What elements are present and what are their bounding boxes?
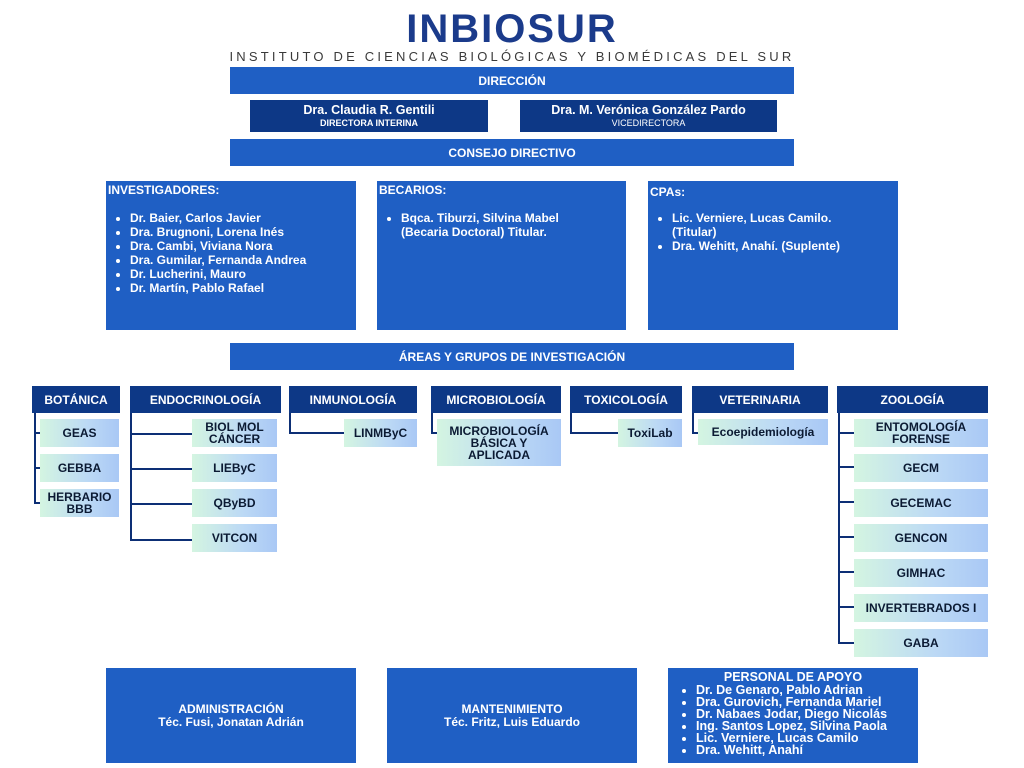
personal-apoyo-box: PERSONAL DE APOYO Dr. De Genaro, Pablo A… (668, 668, 918, 763)
area-botanica: BOTÁNICA (32, 386, 120, 413)
connector-tick (838, 606, 854, 608)
connector-tick (130, 539, 192, 541)
directora-box: Dra. Claudia R. Gentili DIRECTORA INTERI… (250, 100, 488, 132)
connector-tick (838, 536, 854, 538)
connector-tick (34, 467, 40, 469)
list-item: Dra. Gumilar, Fernanda Andrea (130, 253, 354, 267)
group-linmbyc: LINMByC (344, 419, 417, 447)
becarios-panel: BECARIOS: Bqca. Tiburzi, Silvina Mabel (… (377, 181, 626, 330)
connector-tick (130, 433, 192, 435)
area-zoologia: ZOOLOGÍA (837, 386, 988, 413)
investigadores-title: INVESTIGADORES: (108, 183, 220, 197)
connector-tick (130, 503, 192, 505)
group-vitcon: VITCON (192, 524, 277, 552)
list-item: Dra. Brugnoni, Lorena Inés (130, 225, 354, 239)
group-toxilab: ToxiLab (618, 419, 682, 447)
directora-name: Dra. Claudia R. Gentili (303, 103, 435, 117)
connector-tick (692, 432, 698, 434)
area-endocrinologia: ENDOCRINOLOGÍA (130, 386, 281, 413)
administracion-title: ADMINISTRACIÓN (178, 701, 284, 716)
investigadores-list: Dr. Baier, Carlos Javier Dra. Brugnoni, … (108, 211, 354, 295)
connector-tick (431, 432, 437, 434)
list-item: Lic. Verniere, Lucas Camilo (696, 732, 918, 745)
list-item: Dr. Martín, Pablo Rafael (130, 281, 354, 295)
connector-tick (34, 432, 40, 434)
mantenimiento-box: MANTENIMIENTO Téc. Fritz, Luis Eduardo (387, 668, 637, 763)
group-gencon: GENCON (854, 524, 988, 552)
cpas-list: Lic. Verniere, Lucas Camilo. (Titular) D… (650, 211, 896, 253)
directora-role: DIRECTORA INTERINA (319, 118, 418, 128)
connector-tick (289, 432, 344, 434)
group-biol-mol-cancer: BIOL MOL CÁNCER (192, 419, 277, 447)
list-item: Dr. Lucherini, Mauro (130, 267, 354, 281)
list-item: Lic. Verniere, Lucas Camilo. (Titular) (672, 211, 866, 239)
mantenimiento-title: MANTENIMIENTO (461, 701, 563, 716)
list-item: Dra. Wehitt, Anahí. (Suplente) (672, 239, 866, 253)
group-geas: GEAS (40, 419, 119, 447)
group-gecm: GECM (854, 454, 988, 482)
connector-tick (838, 501, 854, 503)
list-item: Dra. Gurovich, Fernanda Mariel (696, 696, 918, 709)
group-gaba: GABA (854, 629, 988, 657)
area-veterinaria: VETERINARIA (692, 386, 828, 413)
connector-tick (838, 571, 854, 573)
connector-toxicologia (570, 413, 572, 434)
connector-endocrinologia (130, 413, 132, 541)
vicedirectora-box: Dra. M. Verónica González Pardo VICEDIRE… (520, 100, 777, 132)
becarios-title: BECARIOS: (379, 183, 447, 197)
list-item: Dr. Baier, Carlos Javier (130, 211, 354, 225)
group-gebba: GEBBA (40, 454, 119, 482)
direccion-bar: DIRECCIÓN (230, 67, 794, 94)
page-subtitle: INSTITUTO DE CIENCIAS BIOLÓGICAS Y BIOMÉ… (229, 49, 795, 64)
list-item: Dra. Wehitt, Anahí (696, 744, 918, 757)
group-gecemac: GECEMAC (854, 489, 988, 517)
group-microbiologia-basica: MICROBIOLOGÍA BÁSICA Y APLICADA (437, 419, 561, 466)
cpas-title: CPAs: (650, 185, 686, 199)
connector-tick (838, 432, 854, 434)
group-liebyc: LIEByC (192, 454, 277, 482)
group-qbybd: QByBD (192, 489, 277, 517)
area-toxicologia: TOXICOLOGÍA (570, 386, 682, 413)
connector-microbiologia (431, 413, 433, 434)
connector-tick (838, 466, 854, 468)
connector-tick (130, 468, 192, 470)
group-ecoepidemiologia: Ecoepidemiología (698, 419, 828, 445)
consejo-bar: CONSEJO DIRECTIVO (230, 139, 794, 166)
list-item: Bqca. Tiburzi, Silvina Mabel (Becaria Do… (401, 211, 606, 239)
connector-zoologia (838, 413, 840, 644)
vicedirectora-name: Dra. M. Verónica González Pardo (551, 103, 746, 117)
connector-inmunologia (289, 413, 291, 434)
group-entomologia-forense: ENTOMOLOGÍA FORENSE (854, 419, 988, 447)
investigadores-panel: INVESTIGADORES: Dr. Baier, Carlos Javier… (106, 181, 356, 330)
area-inmunologia: INMUNOLOGÍA (289, 386, 417, 413)
administracion-box: ADMINISTRACIÓN Téc. Fusi, Jonatan Adrián (106, 668, 356, 763)
list-item: Dr. Nabaes Jodar, Diego Nicolás (696, 708, 918, 721)
page-title: INBIOSUR (406, 7, 618, 51)
list-item: Ing. Santos Lopez, Silvina Paola (696, 720, 918, 733)
connector-veterinaria (692, 413, 694, 434)
list-item: Dra. Cambi, Viviana Nora (130, 239, 354, 253)
vicedirectora-role: VICEDIRECTORA (611, 118, 686, 128)
connector-tick (34, 502, 40, 504)
connector-botanica (34, 413, 36, 504)
group-herbario-bbb: HERBARIO BBB (40, 489, 119, 517)
connector-tick (570, 432, 618, 434)
connector-tick (838, 642, 854, 644)
personal-apoyo-list: Dr. De Genaro, Pablo Adrian Dra. Gurovic… (668, 684, 918, 757)
becarios-list: Bqca. Tiburzi, Silvina Mabel (Becaria Do… (379, 211, 624, 239)
group-invertebrados-i: INVERTEBRADOS I (854, 594, 988, 622)
personal-apoyo-title: PERSONAL DE APOYO (723, 670, 863, 684)
administracion-person: Téc. Fusi, Jonatan Adrián (158, 714, 304, 729)
list-item: Dr. De Genaro, Pablo Adrian (696, 684, 918, 697)
group-gimhac: GIMHAC (854, 559, 988, 587)
area-microbiologia: MICROBIOLOGÍA (431, 386, 561, 413)
mantenimiento-person: Téc. Fritz, Luis Eduardo (443, 714, 580, 729)
cpas-panel: CPAs: Lic. Verniere, Lucas Camilo. (Titu… (648, 181, 898, 330)
areas-bar: ÁREAS Y GRUPOS DE INVESTIGACIÓN (230, 343, 794, 370)
